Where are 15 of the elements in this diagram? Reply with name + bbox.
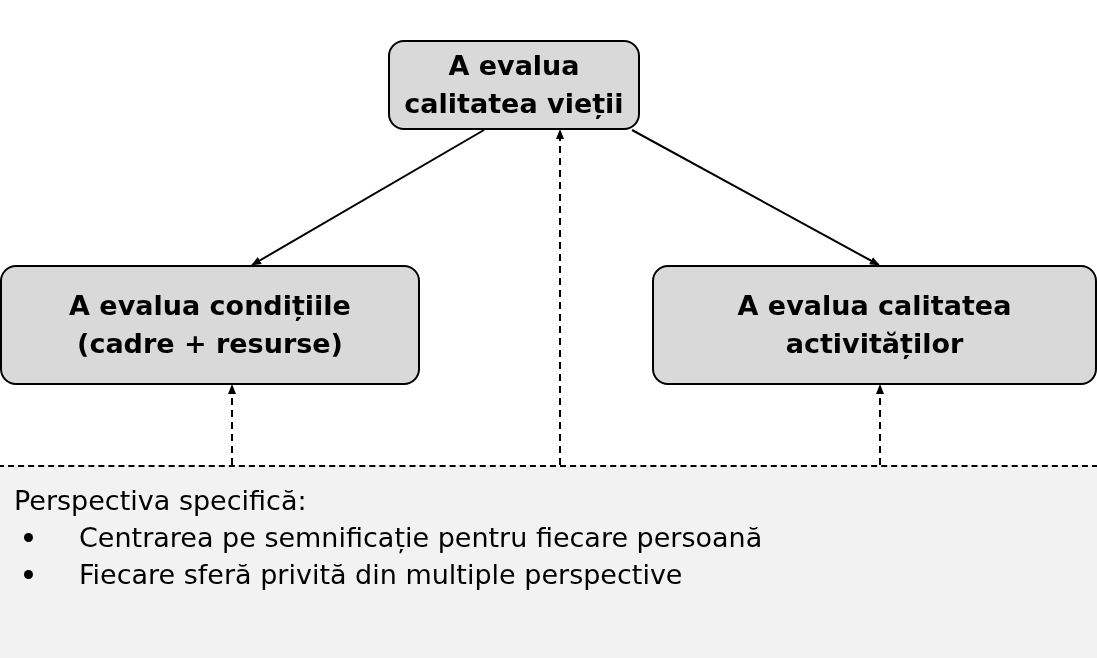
dashed-arrow bbox=[556, 129, 564, 466]
box-label: A evalua calitatea activităților bbox=[736, 289, 1013, 361]
note-heading: Perspectiva specifică: bbox=[14, 485, 308, 516]
arrow bbox=[631, 129, 880, 266]
note-panel bbox=[0, 465, 1097, 658]
box-label: A evalua calitatea vieții bbox=[404, 49, 624, 121]
arrow bbox=[251, 129, 485, 266]
dashed-arrow bbox=[876, 384, 884, 466]
process-box bbox=[652, 265, 1097, 385]
dashed-arrow bbox=[228, 384, 236, 466]
bullet-text: Centrarea pe semnificație pentru fiecare persoană bbox=[79, 522, 763, 553]
box-label: A evalua condițiile (cadre + resurse) bbox=[68, 289, 352, 361]
process-box bbox=[0, 265, 420, 385]
bullet-text: Fiecare sferă privită din multiple perspective bbox=[79, 559, 683, 590]
process-box bbox=[388, 40, 640, 130]
